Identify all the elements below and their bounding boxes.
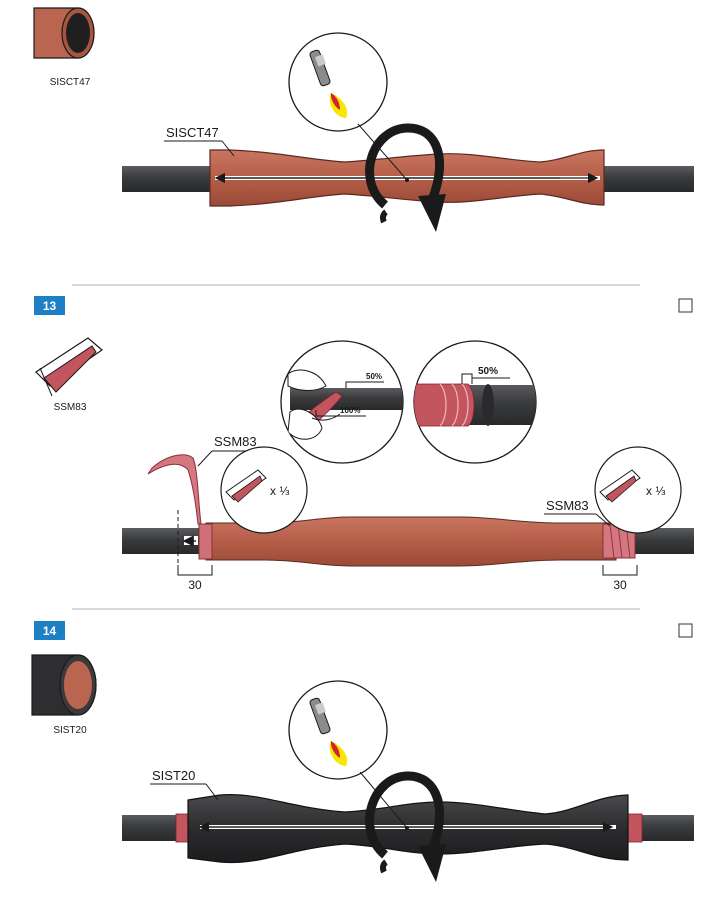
tape-label-right: SSM83 [546, 498, 589, 513]
hand-wrapping-icon: 50% 100% [280, 340, 404, 464]
multiplier-text: x ⅓ [646, 484, 665, 498]
checkbox-icon[interactable] [678, 623, 693, 638]
tape-multiplier-left: x ⅓ [220, 446, 308, 534]
overlap-label: 50% [478, 366, 498, 377]
rotate-arrow-icon [365, 123, 446, 232]
stretch-label: 100% [340, 406, 360, 415]
product-code: SSM83 [54, 402, 87, 413]
sleeve-icon [31, 654, 97, 716]
dimension-right: 30 [602, 565, 638, 592]
overlap-label: 50% [366, 372, 382, 381]
checkbox-icon[interactable] [678, 298, 693, 313]
heat-gun-icon [288, 680, 409, 830]
sleeve-label: SISCT47 [166, 125, 219, 140]
product-code: SISCT47 [50, 77, 91, 88]
sleeve [205, 516, 617, 567]
rotate-arrow-icon [365, 771, 446, 882]
product-code: SIST20 [53, 725, 87, 736]
tape-label-left: SSM83 [214, 434, 257, 449]
left-arrow-icon [182, 535, 198, 547]
step-number: 13 [43, 299, 57, 313]
sleeve-label: SIST20 [152, 768, 195, 783]
dimension-value: 30 [613, 578, 627, 592]
step-number: 14 [43, 624, 57, 638]
sleeve-icon [33, 7, 95, 59]
step-14: 14 SIST20 SIST20 [31, 621, 694, 882]
tape-multiplier-right: x ⅓ [594, 446, 682, 534]
dimension-left: 30 [177, 565, 213, 592]
mastic-wrap-left [147, 454, 213, 560]
dimension-value: 30 [188, 578, 202, 592]
heat-gun-icon [288, 32, 409, 182]
wrap-detail-zoom: 50% [413, 340, 537, 464]
section-top: SISCT47 SISCT47 [33, 7, 694, 232]
step-number-badge [34, 296, 65, 315]
step-number-badge [34, 621, 65, 640]
step-13: 13 SSM83 30 [34, 296, 694, 592]
multiplier-text: x ⅓ [270, 484, 289, 498]
mastic-tape-icon [35, 337, 103, 397]
